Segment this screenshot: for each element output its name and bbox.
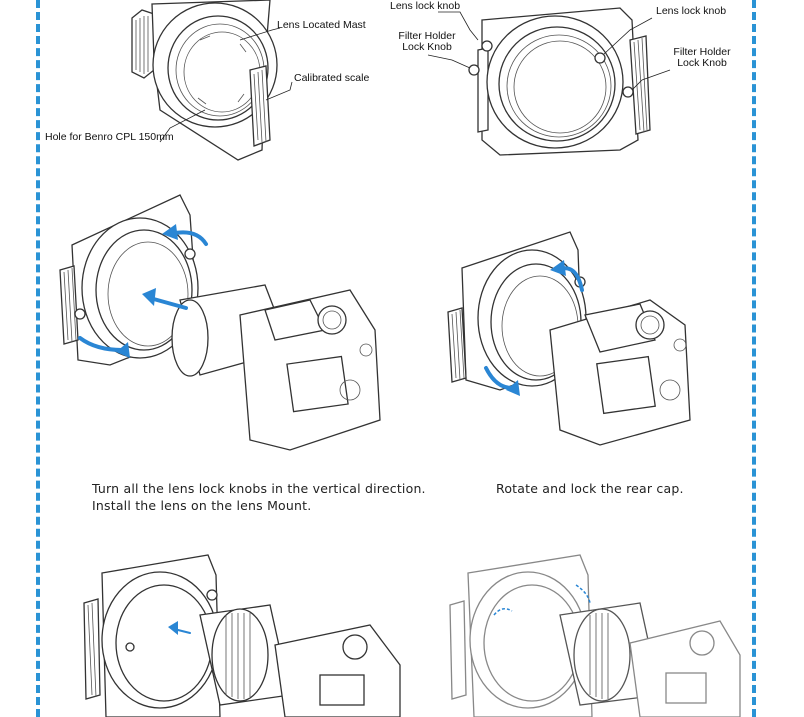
callout-filter-holder-right-line2: Lock Knob: [677, 57, 727, 69]
panel-lens-with-cap: [70, 554, 410, 717]
callout-lens-lock-knob-right: Lens lock knob: [656, 5, 727, 17]
caption-step-rotate: Rotate and lock the rear cap.: [496, 481, 684, 496]
filter-holder-side-illustration: [131, 0, 293, 161]
caption-step-install: Turn all the lens lock knobs in the vert…: [92, 480, 452, 514]
callout-filter-holder-left-line1: Filter Holder: [398, 30, 456, 42]
page-border-left: [36, 0, 40, 717]
caption-step-install-line1: Turn all the lens lock knobs in the vert…: [92, 481, 426, 496]
callout-filter-holder-right-line1: Filter Holder: [673, 46, 731, 58]
filter-holder-front-illustration: [427, 7, 671, 156]
callout-filter-holder-lock-knob-left: Filter Holder Lock Knob: [392, 31, 462, 53]
page-border-right: [752, 0, 756, 717]
callout-hole-for-cpl: Hole for Benro CPL 150mm: [45, 131, 174, 143]
callout-lens-located-mast: Lens Located Mast: [277, 19, 366, 31]
rotate-lock-illustration: [447, 231, 691, 446]
callout-filter-holder-lock-knob-right: Filter Holder Lock Knob: [666, 47, 738, 69]
panel-rotate-lock: [440, 230, 740, 460]
panel-filter-holder-side: Lens Located Mast Calibrated scale Hole …: [40, 0, 410, 170]
callout-calibrated-scale: Calibrated scale: [294, 72, 370, 84]
locked-view-illustration: [449, 554, 741, 717]
install-lens-illustration: [59, 194, 381, 451]
panel-filter-holder-front: Lens lock knob Lens lock knob Filter Hol…: [390, 0, 750, 170]
panel-install-lens: [50, 190, 400, 460]
callout-lens-lock-knob-left: Lens lock knob: [390, 0, 461, 12]
caption-step-install-line2: Install the lens on the lens Mount.: [92, 498, 312, 513]
callout-filter-holder-left-line2: Lock Knob: [402, 41, 452, 53]
lens-with-cap-illustration: [83, 554, 401, 717]
panel-locked-view: [440, 554, 741, 717]
